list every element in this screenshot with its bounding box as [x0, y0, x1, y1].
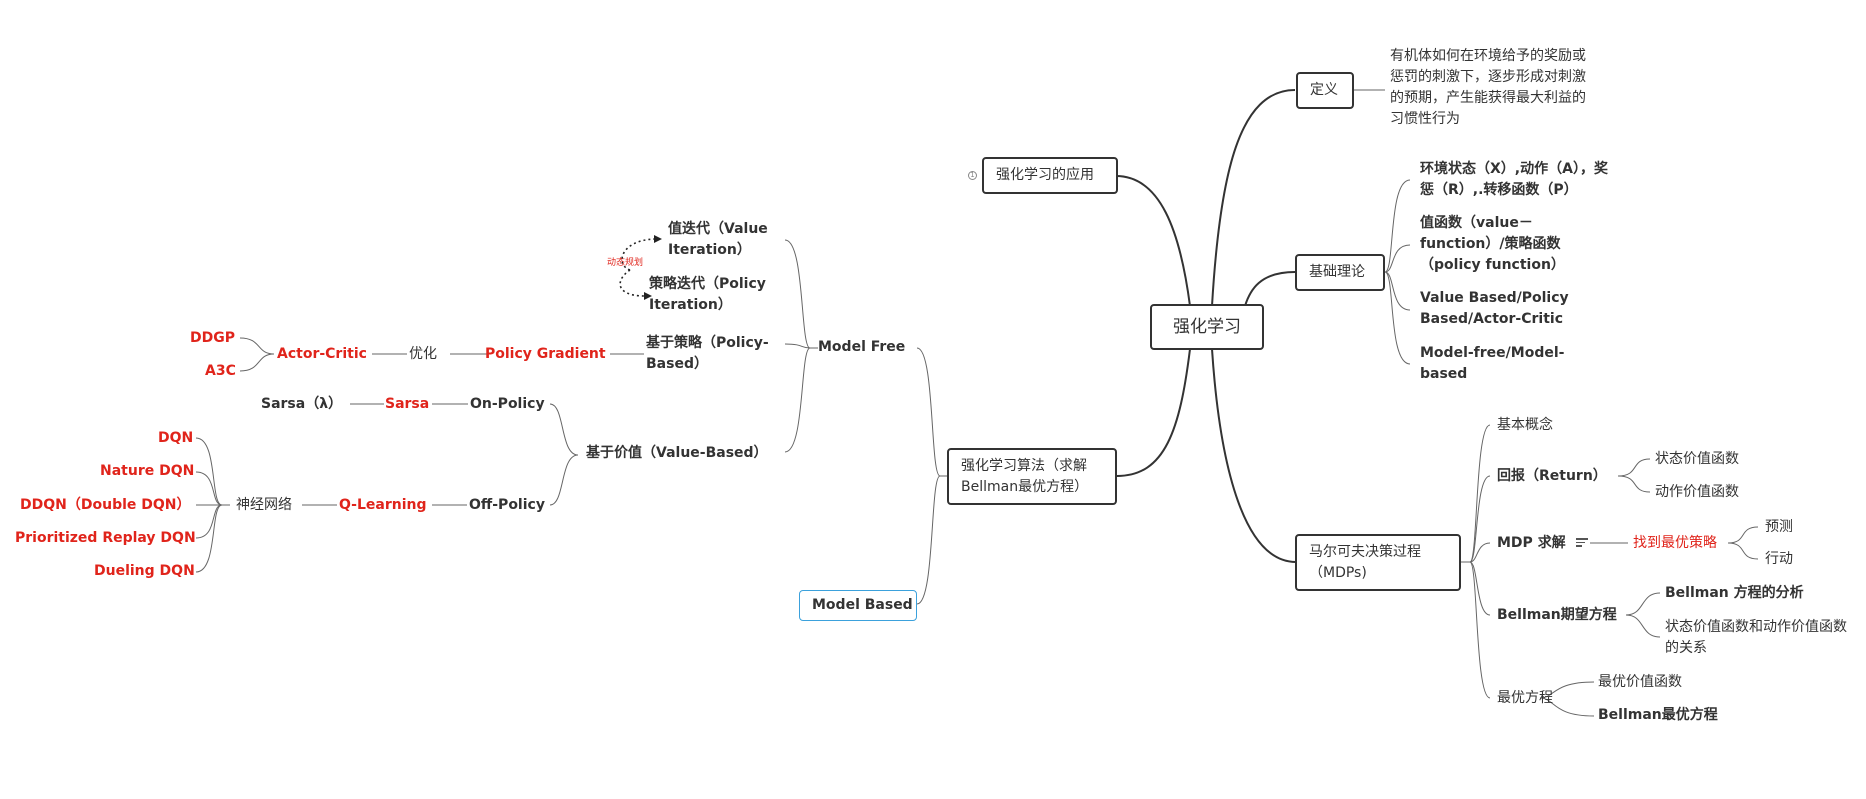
node-definition[interactable]: 定义 — [1296, 72, 1354, 109]
mdp-predict[interactable]: 预测 — [1765, 519, 1793, 535]
node-mdp[interactable]: 马尔可夫决策过程（MDPs) — [1295, 534, 1461, 591]
node-algorithms[interactable]: 强化学习算法（求解Bellman最优方程） — [947, 448, 1117, 505]
mdp-bellman-optimal[interactable]: Bellman最优方程 — [1598, 707, 1718, 723]
ddgp[interactable]: DDGP — [190, 330, 235, 346]
policy-gradient[interactable]: Policy Gradient — [485, 346, 606, 362]
off-policy[interactable]: Off-Policy — [469, 497, 545, 513]
theory-item-3[interactable]: Value Based/Policy Based/Actor-Critic — [1420, 290, 1569, 327]
q-learning[interactable]: Q-Learning — [339, 497, 427, 513]
mdp-basic[interactable]: 基本概念 — [1497, 417, 1553, 433]
dueling-dqn[interactable]: Dueling DQN — [94, 563, 195, 579]
mdp-return-state-value[interactable]: 状态价值函数 — [1655, 451, 1739, 467]
node-application[interactable]: 强化学习的应用 — [982, 157, 1118, 194]
dp-note: 动态规划 — [607, 258, 644, 268]
mdp-value-relation[interactable]: 状态价值函数和动作价值函数的关系 — [1665, 619, 1847, 656]
link-root-definition — [1211, 89, 1296, 307]
dqn[interactable]: DQN — [158, 430, 194, 446]
node-theory[interactable]: 基础理论 — [1295, 254, 1385, 291]
optimize-label[interactable]: 优化 — [409, 346, 437, 362]
neural-network[interactable]: 神经网络 — [236, 497, 292, 513]
mdp-bellman-expectation[interactable]: Bellman期望方程 — [1497, 607, 1617, 623]
mdp-act[interactable]: 行动 — [1765, 551, 1793, 567]
link-root-mdp — [1211, 348, 1297, 563]
prioritized-replay-dqn[interactable]: Prioritized Replay DQN — [15, 530, 196, 546]
node-model-free[interactable]: Model Free — [818, 339, 906, 355]
theory-item-2[interactable]: 值函数（value－function）/策略函数（policy function… — [1420, 215, 1565, 273]
mdp-solve[interactable]: MDP 求解 — [1497, 535, 1566, 551]
note-icon[interactable] — [1576, 538, 1588, 547]
policy-iteration[interactable]: 策略迭代（Policy Iteration） — [649, 276, 766, 313]
sarsa[interactable]: Sarsa — [385, 396, 430, 412]
a3c[interactable]: A3C — [205, 363, 236, 379]
link-root-theory — [1244, 271, 1296, 307]
value-iteration[interactable]: 值迭代（Value Iteration） — [668, 221, 768, 258]
collapse-marker-icon[interactable]: 1 — [968, 171, 977, 180]
definition-text: 有机体如何在环境给予的奖励或惩罚的刺激下，逐步形成对刺激的预期，产生能获得最大利… — [1390, 48, 1586, 127]
mdp-return[interactable]: 回报（Return） — [1497, 468, 1607, 484]
actor-critic[interactable]: Actor-Critic — [277, 346, 367, 362]
sarsa-lambda[interactable]: Sarsa（λ） — [261, 396, 343, 412]
root-node[interactable]: 强化学习 — [1150, 304, 1264, 350]
nature-dqn[interactable]: Nature DQN — [100, 463, 195, 479]
double-dqn[interactable]: DDQN（Double DQN） — [20, 497, 191, 513]
theory-item-4[interactable]: Model-free/Model-based — [1420, 345, 1565, 382]
mdp-bellman-analysis[interactable]: Bellman 方程的分析 — [1665, 585, 1804, 601]
node-model-based[interactable]: Model Based — [799, 590, 917, 621]
mdp-return-action-value[interactable]: 动作价值函数 — [1655, 484, 1739, 500]
theory-item-1[interactable]: 环境状态（X）,动作（A），奖惩（R）,.转移函数（P） — [1420, 161, 1608, 198]
mdp-optimal-policy[interactable]: 找到最优策略 — [1633, 535, 1717, 551]
value-based[interactable]: 基于价值（Value-Based） — [586, 445, 768, 461]
mdp-optimal-value[interactable]: 最优价值函数 — [1598, 674, 1682, 690]
link-root-algorithms — [1116, 348, 1191, 477]
policy-based[interactable]: 基于策略（Policy-Based） — [646, 335, 769, 372]
link-root-application — [1115, 175, 1191, 307]
on-policy[interactable]: On-Policy — [470, 396, 545, 412]
mdp-optimal-eq[interactable]: 最优方程 — [1497, 690, 1553, 706]
